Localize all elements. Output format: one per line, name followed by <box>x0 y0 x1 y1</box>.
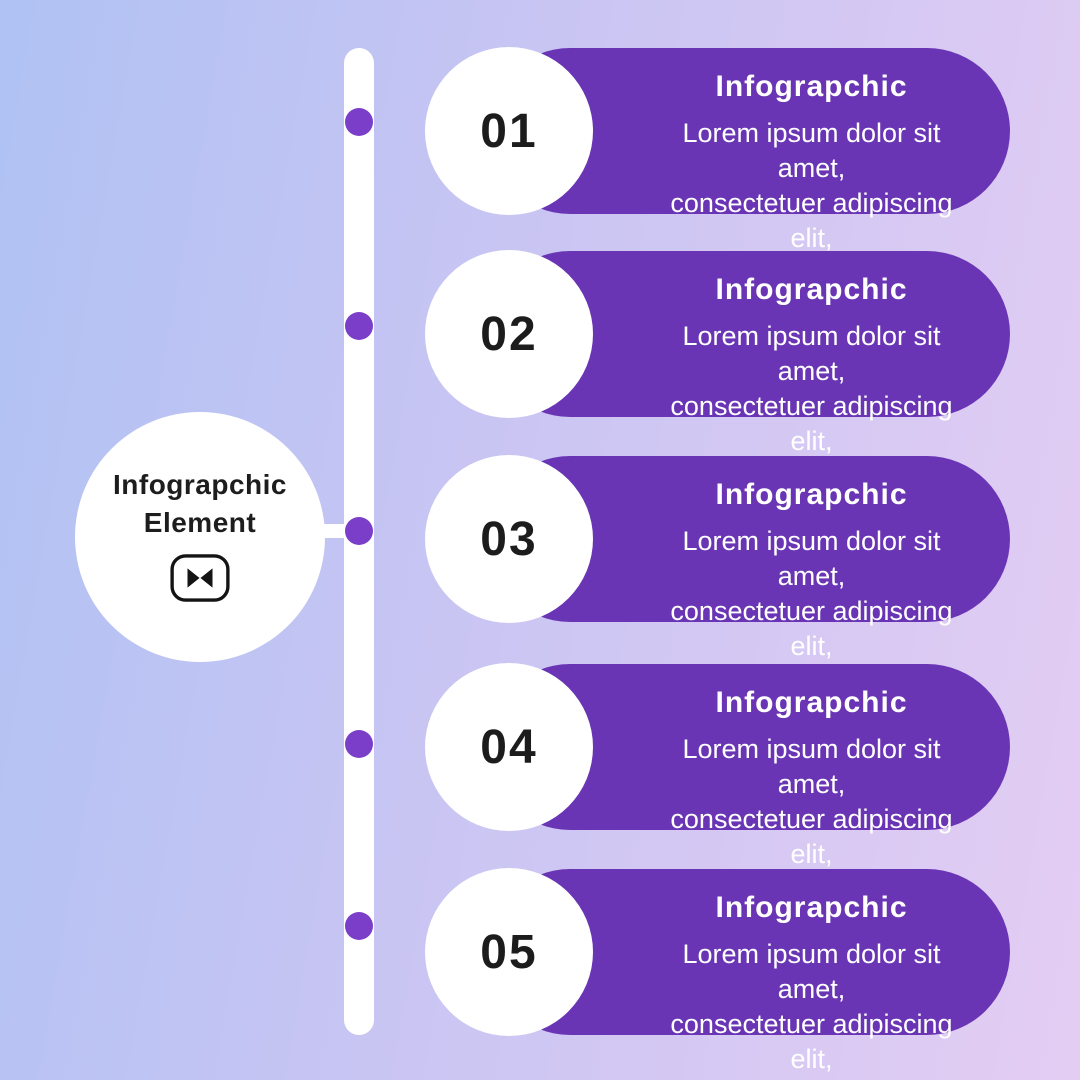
card-title: Infograpchic <box>715 686 908 719</box>
card-body: Lorem ipsum dolor sit amet, consectetuer… <box>655 116 968 256</box>
badge-title-line2: Element <box>143 506 257 538</box>
infographic-card: Infograpchic Lorem ipsum dolor sit amet,… <box>425 663 1010 869</box>
timeline-dot <box>345 730 373 758</box>
card-number: 02 <box>480 307 538 361</box>
card-title: Infograpchic <box>715 70 908 103</box>
card-body-line1: Lorem ipsum dolor sit amet, <box>682 321 941 387</box>
card-body-line2: consectetuer adipiscing elit, <box>670 188 953 254</box>
card-body: Lorem ipsum dolor sit amet, consectetuer… <box>655 319 968 459</box>
card-number-circle: 05 <box>425 868 593 1036</box>
card-body: Lorem ipsum dolor sit amet, consectetuer… <box>655 524 968 664</box>
card-title: Infograpchic <box>715 273 908 306</box>
card-body-line1: Lorem ipsum dolor sit amet, <box>682 526 941 592</box>
infographic-card: Infograpchic Lorem ipsum dolor sit amet,… <box>425 455 1010 661</box>
card-body-line1: Lorem ipsum dolor sit amet, <box>682 734 941 800</box>
card-body-line2: consectetuer adipiscing elit, <box>670 1009 953 1075</box>
card-number-circle: 04 <box>425 663 593 831</box>
timeline-dot <box>345 912 373 940</box>
capcut-logo-icon <box>169 553 231 608</box>
badge-title-line1: Infograpchic <box>112 468 287 500</box>
card-body: Lorem ipsum dolor sit amet, consectetuer… <box>655 732 968 872</box>
card-number: 03 <box>480 512 538 566</box>
card-body-line2: consectetuer adipiscing elit, <box>670 391 953 457</box>
card-number-circle: 02 <box>425 250 593 418</box>
card-title: Infograpchic <box>715 478 908 511</box>
card-number: 01 <box>480 104 538 158</box>
infographic-card: Infograpchic Lorem ipsum dolor sit amet,… <box>425 868 1010 1074</box>
timeline-dot <box>345 108 373 136</box>
card-title: Infograpchic <box>715 891 908 924</box>
card-body-line1: Lorem ipsum dolor sit amet, <box>682 118 941 184</box>
card-body-line2: consectetuer adipiscing elit, <box>670 596 953 662</box>
badge-circle: Infograpchic Element <box>75 412 325 662</box>
infographic-card: Infograpchic Lorem ipsum dolor sit amet,… <box>425 47 1010 253</box>
card-body-line1: Lorem ipsum dolor sit amet, <box>682 939 941 1005</box>
infographic-card: Infograpchic Lorem ipsum dolor sit amet,… <box>425 250 1010 456</box>
card-body: Lorem ipsum dolor sit amet, consectetuer… <box>655 937 968 1077</box>
card-number-circle: 01 <box>425 47 593 215</box>
timeline-dot <box>345 312 373 340</box>
card-body-line2: consectetuer adipiscing elit, <box>670 804 953 870</box>
timeline-dot <box>345 517 373 545</box>
card-number: 04 <box>480 720 538 774</box>
card-number: 05 <box>480 925 538 979</box>
card-number-circle: 03 <box>425 455 593 623</box>
